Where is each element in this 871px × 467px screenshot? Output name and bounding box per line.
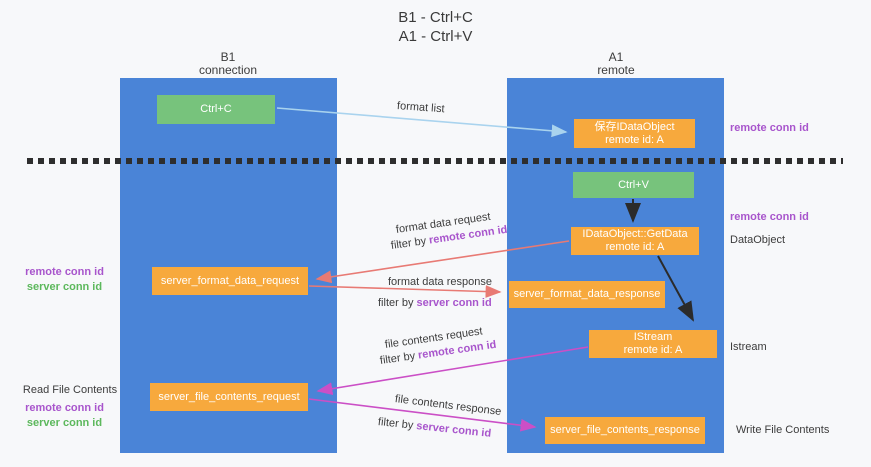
- ctrl-c-box: Ctrl+C: [157, 95, 275, 124]
- ctrl-v-box: Ctrl+V: [573, 172, 694, 198]
- server-format-data-response-label: server_format_data_response: [513, 288, 661, 300]
- ctrl-c-label: Ctrl+C: [200, 103, 232, 115]
- server-file-contents-response-label: server_file_contents_response: [550, 424, 700, 436]
- annotation-write-file-contents: Write File Contents: [736, 424, 830, 436]
- phase-separator-line: [27, 158, 843, 164]
- server-format-data-response-box: server_format_data_response: [509, 281, 665, 308]
- label-file-contents-response: file contents response: [394, 393, 502, 418]
- lane-header-a1: A1 remote: [556, 51, 676, 77]
- label-format-list: format list: [396, 100, 445, 116]
- filter-prefix: filter by: [377, 416, 417, 432]
- title-line-1: B1 - Ctrl+C: [398, 9, 473, 26]
- label-filter-server-format: filter by server conn id: [378, 297, 492, 309]
- label-format-data-response: format data response: [388, 276, 492, 288]
- istream-line2: remote id: A: [623, 344, 683, 356]
- filter-prefix: filter by: [378, 297, 417, 309]
- annotation-remote-conn-id-top: remote conn id: [730, 122, 809, 134]
- annotation-server-conn-id-format: server conn id: [26, 281, 103, 293]
- saved-idataobject-line2: remote id: A: [605, 133, 664, 146]
- filter-prefix: filter by: [379, 349, 419, 367]
- server-file-contents-response-box: server_file_contents_response: [545, 417, 705, 444]
- lane-a1-name: A1: [608, 50, 624, 64]
- lane-b1-subtitle: connection: [198, 63, 258, 77]
- filter-prefix: filter by: [390, 234, 430, 252]
- server-format-data-request-box: server_format_data_request: [152, 267, 308, 295]
- istream-line1: IStream: [633, 331, 673, 343]
- annotation-remote-conn-id-format: remote conn id: [25, 266, 104, 278]
- annotation-remote-conn-id-file: remote conn id: [25, 402, 104, 414]
- ctrl-v-label: Ctrl+V: [618, 178, 649, 191]
- annotation-server-conn-id-file: server conn id: [26, 417, 103, 429]
- filter-term-server: server conn id: [415, 420, 492, 440]
- getdata-box: IDataObject::GetData remote id: A: [571, 227, 699, 255]
- title-line-2: A1 - Ctrl+V: [398, 28, 473, 45]
- saved-idataobject-box: 保存IDataObject remote id: A: [574, 119, 695, 148]
- filter-term-server: server conn id: [416, 297, 492, 309]
- annotation-dataobject: DataObject: [730, 234, 786, 246]
- annotation-read-file-contents: Read File Contents: [22, 384, 118, 396]
- lane-b1-name: B1: [220, 50, 236, 64]
- server-format-data-request-label: server_format_data_request: [160, 274, 300, 287]
- diagram-title: B1 - Ctrl+C A1 - Ctrl+V: [0, 8, 871, 46]
- server-file-contents-request-label: server_file_contents_request: [158, 390, 300, 403]
- lane-header-b1: B1 connection: [168, 51, 288, 77]
- annotation-istream: Istream: [730, 341, 767, 353]
- annotation-remote-conn-id-mid: remote conn id: [730, 211, 809, 223]
- getdata-line1: IDataObject::GetData: [582, 228, 688, 240]
- label-filter-server-file: filter by server conn id: [377, 416, 491, 440]
- istream-box: IStream remote id: A: [589, 330, 717, 358]
- getdata-line2: remote id: A: [605, 241, 665, 253]
- server-file-contents-request-box: server_file_contents_request: [150, 383, 308, 411]
- lane-a1-subtitle: remote: [597, 63, 635, 77]
- saved-idataobject-line1: 保存IDataObject: [594, 120, 675, 133]
